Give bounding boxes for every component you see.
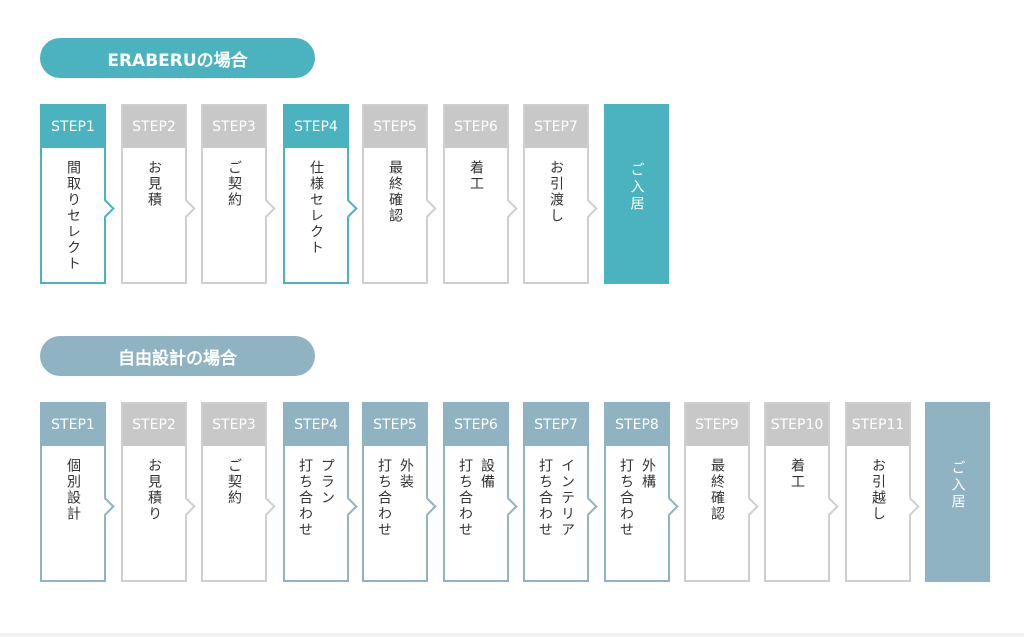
- step-1: STEP1 個別設計: [40, 402, 115, 582]
- step-text: 個別設計: [65, 458, 81, 522]
- step-8: STEP8 外構 打ち合わせ: [604, 402, 679, 582]
- step-text: 外装 打ち合わせ: [376, 458, 414, 538]
- step-2: STEP2 お見積り: [121, 402, 196, 582]
- step-9: STEP9 最終確認: [684, 402, 759, 582]
- eraberu-title: ERABERUの場合: [40, 38, 315, 78]
- step-label: STEP11: [847, 404, 909, 446]
- step-text: お引渡し: [548, 160, 564, 224]
- step-label: STEP7: [525, 404, 587, 446]
- step-label: STEP2: [123, 404, 185, 446]
- step-1: STEP1 間取りセレクト: [40, 104, 115, 284]
- step-6: STEP6 設備 打ち合わせ: [443, 402, 518, 582]
- step-text: 仕様セレクト: [308, 160, 324, 256]
- step-7: STEP7 お引渡し: [523, 104, 598, 284]
- step-text: 最終確認: [387, 160, 403, 224]
- step-text: 外構 打ち合わせ: [618, 458, 656, 538]
- step-label: STEP9: [686, 404, 748, 446]
- final-step-text: ご入居: [628, 162, 645, 213]
- divider: [0, 633, 1024, 637]
- custom-design-title: 自由設計の場合: [40, 336, 315, 376]
- step-3: STEP3 ご契約: [201, 402, 276, 582]
- step-text: プラン 打ち合わせ: [297, 458, 335, 538]
- step-label: STEP2: [123, 106, 185, 148]
- final-step-move-in: ご入居: [604, 104, 669, 284]
- final-step-move-in: ご入居: [925, 402, 990, 582]
- step-text: お見積: [146, 160, 162, 208]
- step-label: STEP4: [285, 106, 347, 148]
- step-label: STEP1: [42, 404, 104, 446]
- step-label: STEP5: [364, 106, 426, 148]
- final-step-text: ご入居: [949, 460, 966, 511]
- step-label: STEP4: [285, 404, 347, 446]
- step-text: 最終確認: [709, 458, 725, 522]
- step-3: STEP3 ご契約: [201, 104, 276, 284]
- step-10: STEP10 着工: [764, 402, 839, 582]
- step-2: STEP2 お見積: [121, 104, 196, 284]
- step-label: STEP6: [445, 404, 507, 446]
- step-label: STEP3: [203, 106, 265, 148]
- step-label: STEP5: [364, 404, 426, 446]
- step-text: 設備 打ち合わせ: [457, 458, 495, 538]
- step-label: STEP3: [203, 404, 265, 446]
- step-text: お引越し: [870, 458, 886, 522]
- step-label: STEP6: [445, 106, 507, 148]
- step-11: STEP11 お引越し: [845, 402, 920, 582]
- step-6: STEP6 着工: [443, 104, 518, 284]
- step-label: STEP10: [766, 404, 828, 446]
- step-text: 着工: [468, 160, 484, 192]
- step-text: ご契約: [226, 160, 242, 208]
- step-text: 間取りセレクト: [65, 160, 81, 272]
- step-5: STEP5 最終確認: [362, 104, 437, 284]
- step-label: STEP8: [606, 404, 668, 446]
- step-5: STEP5 外装 打ち合わせ: [362, 402, 437, 582]
- step-4: STEP4 プラン 打ち合わせ: [283, 402, 358, 582]
- step-text: インテリア 打ち合わせ: [537, 458, 575, 538]
- step-text: 着工: [789, 458, 805, 490]
- step-7: STEP7 インテリア 打ち合わせ: [523, 402, 598, 582]
- step-4: STEP4 仕様セレクト: [283, 104, 358, 284]
- step-text: ご契約: [226, 458, 242, 506]
- step-text: お見積り: [146, 458, 162, 522]
- step-label: STEP1: [42, 106, 104, 148]
- step-label: STEP7: [525, 106, 587, 148]
